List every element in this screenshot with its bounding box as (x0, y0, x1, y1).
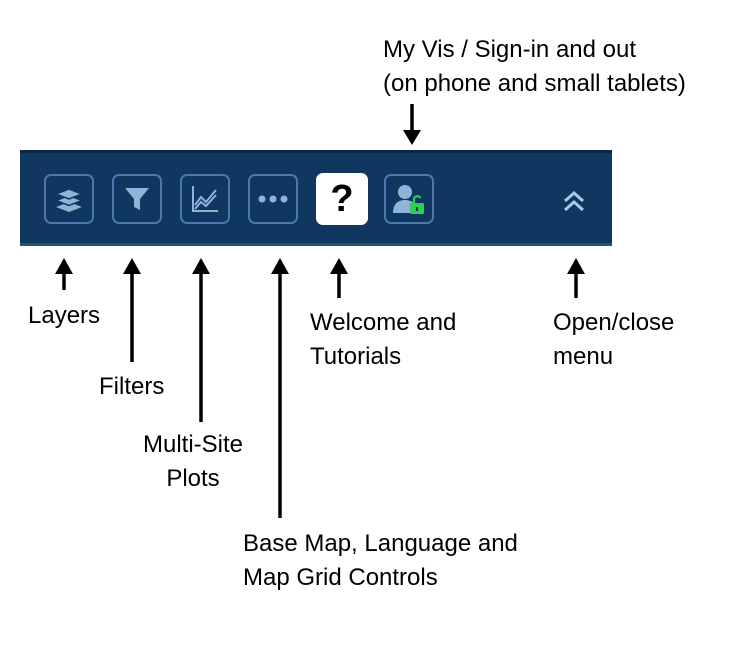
welcome-caption: Welcome and Tutorials (310, 306, 456, 374)
ellipsis-icon (258, 195, 288, 203)
open-close-menu-button[interactable] (559, 186, 589, 216)
my-vis-caption-line2: (on phone and small tablets) (383, 70, 686, 97)
layers-icon (53, 188, 85, 212)
open-close-caption: Open/close menu (553, 306, 674, 374)
filter-icon (125, 188, 149, 210)
question-mark-icon: ? (330, 178, 354, 220)
map-toolbar: ? (20, 150, 612, 246)
base-map-caption: Base Map, Language and Map Grid Controls (243, 527, 518, 595)
multi-site-plots-button[interactable] (180, 174, 230, 224)
filters-button[interactable] (112, 174, 162, 224)
line-chart-icon (192, 186, 218, 212)
user-unlock-icon (393, 185, 424, 214)
my-vis-sign-in-button[interactable] (384, 174, 434, 224)
my-vis-caption-line1: My Vis / Sign-in and out (383, 36, 637, 63)
open-close-caption-line2: menu (553, 343, 614, 370)
layers-caption: Layers (28, 299, 100, 333)
welcome-caption-line1: Welcome and (310, 309, 457, 336)
double-chevron-up-icon (564, 190, 584, 212)
multi-site-caption-line1: Multi-Site (143, 431, 244, 458)
my-vis-caption: My Vis / Sign-in and out (on phone and s… (383, 33, 686, 101)
filters-caption: Filters (99, 370, 164, 404)
layers-caption-line1: Layers (28, 302, 101, 329)
base-map-caption-line1: Base Map, Language and (243, 530, 518, 557)
welcome-tutorials-button[interactable]: ? (316, 173, 368, 225)
filters-caption-line1: Filters (99, 373, 165, 400)
welcome-caption-line2: Tutorials (310, 343, 402, 370)
base-map-caption-line2: Map Grid Controls (243, 564, 438, 591)
more-controls-button[interactable] (248, 174, 298, 224)
layers-button[interactable] (44, 174, 94, 224)
multi-site-caption: Multi-Site Plots (143, 428, 243, 496)
multi-site-caption-line2: Plots (166, 465, 220, 492)
open-close-caption-line1: Open/close (553, 309, 675, 336)
